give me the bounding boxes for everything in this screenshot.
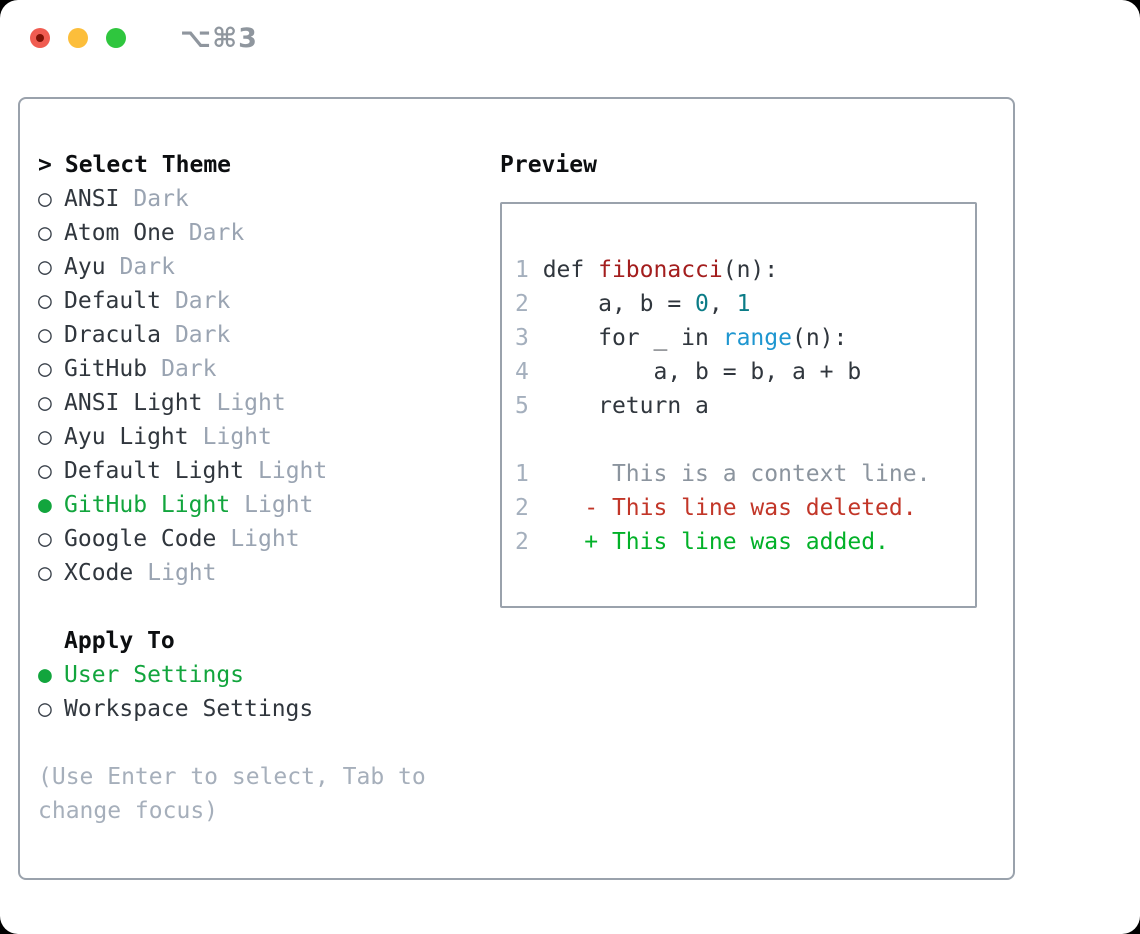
preview-column: Preview 1 def fibonacci(n): 2 a, b = 0, … <box>500 148 977 828</box>
titlebar: ⌥⌘3 <box>30 23 258 54</box>
code-line-4: 4 a, b = b, a + b <box>515 359 862 385</box>
radio-off-icon: ○ <box>38 322 52 348</box>
apply-option-workspace-settings[interactable]: ○Workspace Settings <box>38 692 468 726</box>
line-number: 3 <box>515 325 529 351</box>
prompt-caret: > <box>38 152 52 178</box>
select-theme-header: > Select Theme <box>38 148 468 182</box>
keyboard-hint: (Use Enter to select, Tab to change focu… <box>38 764 426 824</box>
select-theme-title: Select Theme <box>64 152 232 178</box>
line-number: 1 <box>515 461 529 487</box>
code-line-1: 1 def fibonacci(n): <box>515 257 779 283</box>
apply-to-header: Apply To <box>64 628 175 654</box>
unsaved-dot-icon <box>36 34 44 42</box>
radio-off-icon: ○ <box>38 220 52 246</box>
line-number: 2 <box>515 529 529 555</box>
radio-off-icon: ○ <box>38 254 52 280</box>
builtin-call-token: range <box>722 325 792 351</box>
diff-added-line: 2 + This line was added. <box>515 529 889 555</box>
close-button[interactable] <box>30 28 50 48</box>
preview-box: 1 def fibonacci(n): 2 a, b = 0, 1 3 for … <box>500 202 977 608</box>
function-name-token: fibonacci <box>598 257 723 283</box>
radio-off-icon: ○ <box>38 458 52 484</box>
radio-off-icon: ○ <box>38 526 52 552</box>
radio-off-icon: ○ <box>38 390 52 416</box>
line-number: 1 <box>515 257 529 283</box>
theme-variant-tag: Light <box>258 458 328 484</box>
theme-variant-tag: Dark <box>161 356 217 382</box>
line-number: 2 <box>515 291 529 317</box>
theme-variant-tag: Light <box>147 560 217 586</box>
theme-variant-tag: Light <box>202 424 272 450</box>
apply-option-user-settings[interactable]: ●User Settings <box>38 658 468 692</box>
radio-off-icon: ○ <box>38 186 52 212</box>
window-title: ⌥⌘3 <box>180 22 258 54</box>
radio-off-icon: ○ <box>38 696 52 722</box>
number-token: 0 <box>695 291 709 317</box>
radio-off-icon: ○ <box>38 288 52 314</box>
number-token: 1 <box>736 291 751 317</box>
theme-variant-tag: Light <box>244 492 314 518</box>
preview-title: Preview <box>500 152 597 178</box>
diff-deleted-line: 2 - This line was deleted. <box>515 495 917 521</box>
radio-on-icon: ● <box>38 492 52 518</box>
theme-variant-tag: Dark <box>174 322 231 348</box>
theme-variant-tag: Dark <box>119 254 175 280</box>
diff-context-line: 1 This is a context line. <box>515 461 931 487</box>
line-number: 4 <box>515 359 529 385</box>
radio-off-icon: ○ <box>38 424 52 450</box>
theme-variant-tag: Light <box>216 390 286 416</box>
radio-on-icon: ● <box>38 662 52 688</box>
zoom-button[interactable] <box>106 28 126 48</box>
code-line-2: 2 a, b = 0, 1 <box>515 291 751 317</box>
theme-variant-tag: Light <box>230 526 300 552</box>
theme-variant-tag: Dark <box>174 288 231 314</box>
radio-off-icon: ○ <box>38 356 52 382</box>
theme-variant-tag: Dark <box>188 220 245 246</box>
line-number: 5 <box>515 393 529 419</box>
theme-variant-tag: Dark <box>133 186 189 212</box>
minimize-button[interactable] <box>68 28 88 48</box>
radio-off-icon: ○ <box>38 560 52 586</box>
code-line-3: 3 for _ in range(n): <box>515 325 848 351</box>
code-line-5: 5 return a <box>515 393 709 419</box>
line-number: 2 <box>515 495 529 521</box>
